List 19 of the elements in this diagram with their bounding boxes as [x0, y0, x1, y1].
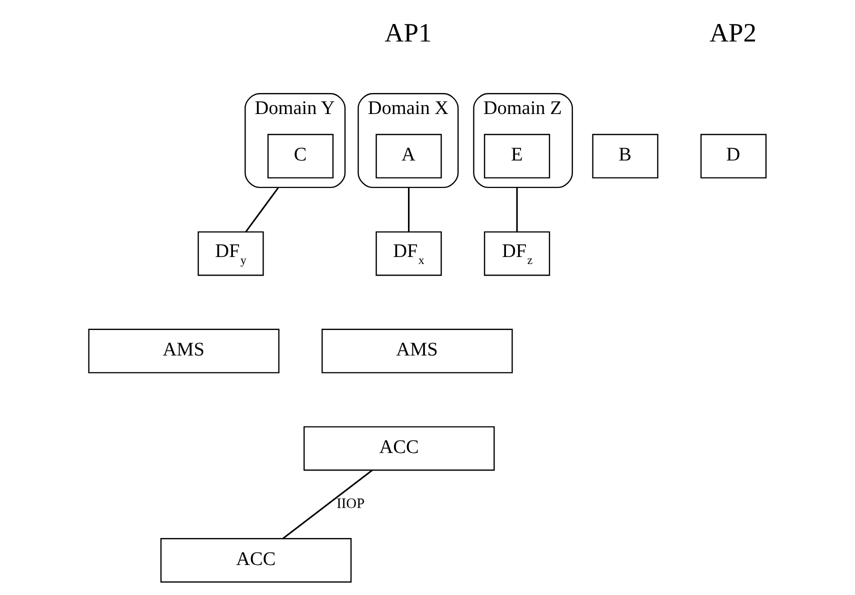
node-box: ACC — [303, 426, 494, 471]
connector — [282, 470, 372, 540]
node-box: D — [700, 134, 766, 178]
connector — [516, 187, 518, 232]
node-box: B — [592, 134, 658, 178]
node-box: E — [483, 134, 550, 178]
node-box: DF$_{z}$ — [483, 231, 550, 276]
node-box: C — [266, 134, 334, 178]
node-box: AMS — [88, 328, 279, 374]
label: AP2 — [708, 17, 756, 48]
edge-label: IIOP — [336, 496, 364, 512]
node-box: DF$_{y}$ — [197, 231, 264, 276]
node-box: AMS — [321, 328, 512, 374]
node-box: DF$_{x}$ — [375, 231, 442, 276]
connector — [407, 187, 410, 232]
label: AP1 — [384, 17, 432, 48]
connector — [244, 186, 279, 232]
node-box: ACC — [160, 538, 352, 583]
node-box: A — [375, 134, 442, 178]
